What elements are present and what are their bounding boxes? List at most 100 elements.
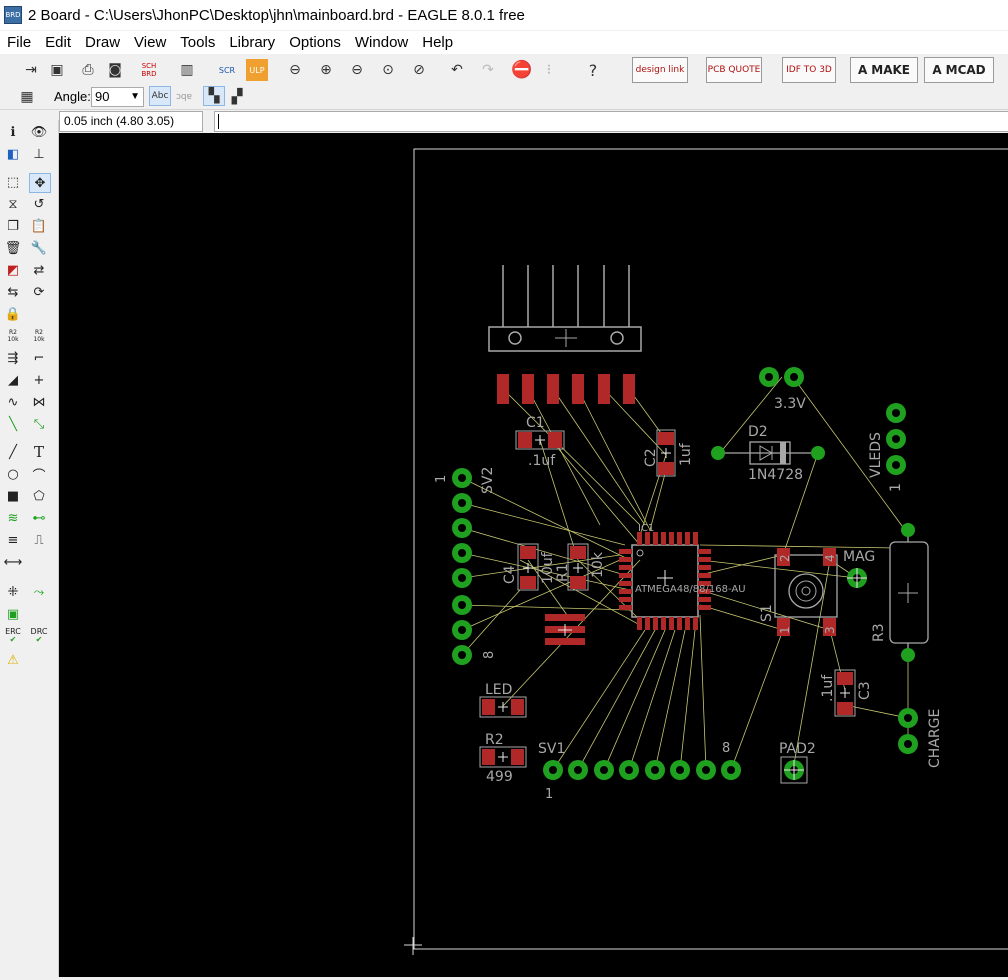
signal-icon[interactable]: ⊷ xyxy=(32,510,46,526)
attribute-icon[interactable]: ⎍ xyxy=(34,532,44,548)
redo-icon[interactable]: ↷ xyxy=(482,62,494,78)
delete-icon[interactable]: 🗑 xyxy=(4,240,22,256)
arc-icon[interactable]: ⌒ xyxy=(32,468,46,484)
pcb-quote-button[interactable]: PCB QUOTE xyxy=(706,57,762,83)
replace-icon[interactable]: ⇄ xyxy=(33,262,45,278)
mirror-icon[interactable]: ⧖ xyxy=(8,196,18,212)
miter-icon[interactable]: ⌐ xyxy=(33,350,45,366)
auto-icon[interactable]: ⤳ xyxy=(33,584,45,600)
smash-icon[interactable]: ⇶ xyxy=(7,350,19,366)
paste-icon[interactable]: 📋 xyxy=(30,218,48,234)
print-icon[interactable]: ⎙ xyxy=(82,62,94,78)
layout-alt-icon[interactable]: ▞ xyxy=(231,89,243,105)
command-input[interactable] xyxy=(214,111,1008,132)
optimize-icon[interactable]: + xyxy=(33,372,45,388)
idf-to-3d-button[interactable]: IDF TO 3D xyxy=(782,57,836,83)
zoom-fit-icon[interactable]: ⊖ xyxy=(289,62,301,78)
help-icon[interactable]: ? xyxy=(588,60,598,80)
save-icon[interactable]: ▣ xyxy=(50,62,64,78)
sch-brd-icon[interactable]: SCH BRD xyxy=(141,62,157,78)
rectangle-icon[interactable]: ■ xyxy=(6,488,20,504)
menu-window[interactable]: Window xyxy=(354,34,409,51)
zoom-out-icon[interactable]: ⊖ xyxy=(351,62,363,78)
autoroute-icon[interactable]: ⤡ xyxy=(33,416,45,432)
lock-rotate-icon[interactable]: ⟳ xyxy=(33,284,45,300)
drc-board-icon[interactable]: ▣ xyxy=(6,606,20,622)
sv1-header xyxy=(543,760,741,780)
command-bar: 0.05 inch (4.80 3.05) xyxy=(0,110,1008,132)
erc-icon[interactable]: ERC✔ xyxy=(5,627,21,644)
rotate-icon[interactable]: ↺ xyxy=(33,196,45,212)
hole-icon[interactable]: ≡ xyxy=(7,532,19,548)
design-link-button[interactable]: design link xyxy=(632,57,688,83)
layer-display-icon[interactable]: ◧ xyxy=(6,146,20,162)
sv1-label: SV1 xyxy=(538,741,565,757)
show-icon[interactable]: 👁 xyxy=(30,124,48,140)
menu-view[interactable]: View xyxy=(134,34,167,51)
menu-options[interactable]: Options xyxy=(289,34,341,51)
wire-icon[interactable]: ╱ xyxy=(9,444,17,460)
board-outline xyxy=(413,148,1008,950)
board-drawing[interactable]: C1 .1uf C2 1uf 3.3V D2 1N4728 VLEDS 1 xyxy=(59,133,1008,977)
circle-icon[interactable]: ○ xyxy=(7,466,19,482)
script-icon[interactable]: SCR xyxy=(218,65,236,75)
c2-value: 1uf xyxy=(678,442,694,466)
r2-resistor xyxy=(479,746,527,768)
open-icon[interactable]: ⇥ xyxy=(25,62,37,78)
menu-file[interactable]: File xyxy=(7,34,32,51)
split-icon[interactable]: ◢ xyxy=(8,372,18,388)
r1-resistor xyxy=(567,543,589,591)
select-icon[interactable]: ⬚ xyxy=(6,174,20,190)
c3-label: C3 xyxy=(857,681,873,700)
text-mirror-icon[interactable]: ɔqɐ xyxy=(175,92,193,102)
c4-capacitor xyxy=(517,543,539,591)
stop-icon[interactable]: ⛔ xyxy=(511,60,533,80)
autodesk-icon: A xyxy=(932,62,942,77)
zoom-in-icon[interactable]: ⊕ xyxy=(320,62,332,78)
menu-edit[interactable]: Edit xyxy=(45,34,72,51)
route-icon[interactable]: ╲ xyxy=(9,416,17,432)
library-icon[interactable]: ▥ xyxy=(180,62,194,78)
d2-label: D2 xyxy=(748,424,768,440)
ratsnest-icon[interactable]: ⁜ xyxy=(7,584,19,600)
sv2-pin8: 8 xyxy=(482,651,497,659)
board-canvas[interactable]: C1 .1uf C2 1uf 3.3V D2 1N4728 VLEDS 1 xyxy=(59,133,1008,977)
menu-help[interactable]: Help xyxy=(422,34,454,51)
cam-icon[interactable]: ◙ xyxy=(108,62,122,78)
move-icon[interactable]: ✥ xyxy=(29,173,51,193)
lock-icon[interactable]: 🔒 xyxy=(4,306,22,322)
text-abc-icon[interactable]: Abc xyxy=(149,86,171,106)
ulp-icon[interactable]: ULP xyxy=(246,59,268,81)
warning-icon[interactable]: ⚠ xyxy=(7,652,19,668)
via-icon[interactable]: ≋ xyxy=(7,510,19,526)
menu-library[interactable]: Library xyxy=(229,34,276,51)
r2-label: R2 xyxy=(485,732,504,748)
dimension-icon[interactable]: ⟷ xyxy=(3,554,23,570)
zoom-select-icon[interactable]: ⊘ xyxy=(413,62,425,78)
layout-icon[interactable]: ▚ xyxy=(203,86,225,106)
polygon-icon[interactable]: ⬠ xyxy=(33,488,45,504)
mark-icon[interactable]: ⊥ xyxy=(33,146,45,162)
menu-tools[interactable]: Tools xyxy=(180,34,216,51)
eagle-app-icon: BRD xyxy=(4,6,22,24)
menu-draw[interactable]: Draw xyxy=(85,34,121,51)
sv2-header xyxy=(452,468,472,665)
add-part-icon[interactable]: ◩ xyxy=(6,262,20,278)
undo-icon[interactable]: ↶ xyxy=(451,62,463,78)
info-icon[interactable]: ℹ xyxy=(10,124,16,140)
swap-icon[interactable]: ⇆ xyxy=(7,284,19,300)
text-icon[interactable]: T xyxy=(33,443,44,461)
angle-select[interactable]: 90▼ xyxy=(91,87,144,107)
zoom-redraw-icon[interactable]: ⊙ xyxy=(382,62,394,78)
copy-icon[interactable]: ❐ xyxy=(7,218,19,234)
meander-icon[interactable]: ∿ xyxy=(7,394,19,410)
wrench-icon[interactable]: 🔧 xyxy=(30,240,48,256)
grid-icon[interactable]: ▦ xyxy=(20,89,34,105)
go-icon[interactable]: ⁝ xyxy=(546,62,552,78)
drc-icon[interactable]: DRC✔ xyxy=(30,627,48,644)
ripup-icon[interactable]: ⋈ xyxy=(32,394,46,410)
